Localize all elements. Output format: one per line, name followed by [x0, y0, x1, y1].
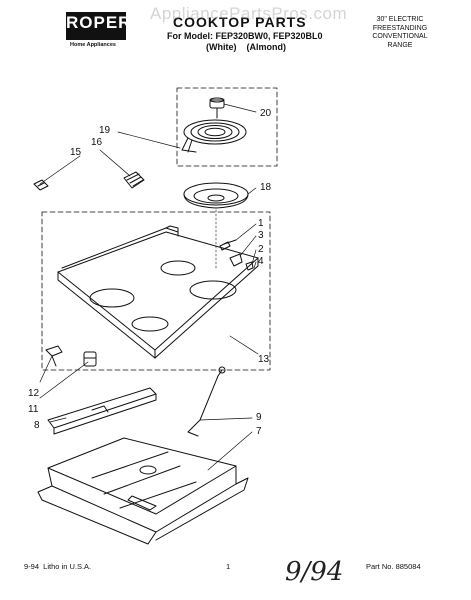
callout-11: 11 — [28, 404, 39, 415]
model-prefix: For Model: — [167, 31, 213, 41]
brand-subtitle: Home Appliances — [70, 42, 116, 48]
footer-page-number: 1 — [226, 562, 231, 571]
clip-icon — [229, 253, 243, 267]
callout-13: 13 — [258, 354, 270, 365]
callout-9: 9 — [256, 412, 262, 423]
footer-part-number: Part No. 885084 — [366, 562, 421, 571]
callout-8: 8 — [34, 420, 40, 431]
terminal-block-icon — [209, 97, 225, 119]
callout-19: 19 — [99, 125, 111, 136]
hinge-spring-icon — [83, 351, 97, 367]
description-line-1: 30" ELECTRIC — [376, 16, 424, 23]
hinge-icon — [45, 345, 63, 367]
callout-15: 15 — [70, 147, 82, 158]
receptacle-icon — [33, 179, 49, 191]
callout-16: 16 — [91, 137, 103, 148]
callout-2: 2 — [258, 244, 264, 255]
brand-logo: ROPER — [66, 13, 132, 32]
callout-12: 12 — [28, 388, 40, 399]
callout-18: 18 — [260, 182, 272, 193]
cooktop-group-outline — [41, 211, 271, 371]
callout-3: 3 — [258, 230, 264, 241]
element-group-outline — [176, 87, 278, 167]
handwritten-note: 9/94 — [285, 557, 344, 587]
footer-date-print: 9-94 Litho in U.S.A. — [24, 562, 92, 571]
callout-4: 4 — [258, 256, 264, 267]
element-support-icon — [123, 171, 145, 189]
model-line: For Model: FEP320BW0, FEP320BL0 — [167, 31, 323, 41]
color-variants: (White) (Almond) — [206, 42, 286, 52]
front-trim-icon — [47, 387, 157, 435]
screw-icon — [219, 239, 237, 251]
brace-rod-icon — [187, 366, 226, 437]
description-line-2: FREESTANDING — [372, 24, 428, 32]
page-title: COOKTOP PARTS — [173, 14, 307, 30]
surface-element-icon — [181, 119, 247, 153]
cooktop-panel-icon — [57, 225, 259, 359]
description-line-4: RANGE — [387, 41, 413, 49]
description-line-3: CONVENTIONAL — [372, 33, 428, 40]
callout-7: 7 — [256, 426, 262, 437]
range-description: 30" ELECTRIC FREESTANDING CONVENTIONAL R… — [355, 16, 445, 50]
watermark: AppliancePartsPros.com — [150, 4, 348, 23]
callout-1: 1 — [258, 218, 264, 229]
callout-20: 20 — [260, 108, 272, 119]
model-numbers: FEP320BW0, FEP320BL0 — [215, 31, 323, 41]
nut-icon — [245, 261, 254, 271]
drip-bowl-icon — [183, 182, 249, 209]
brand-logo-box — [66, 12, 126, 40]
burner-box-icon — [37, 437, 249, 545]
